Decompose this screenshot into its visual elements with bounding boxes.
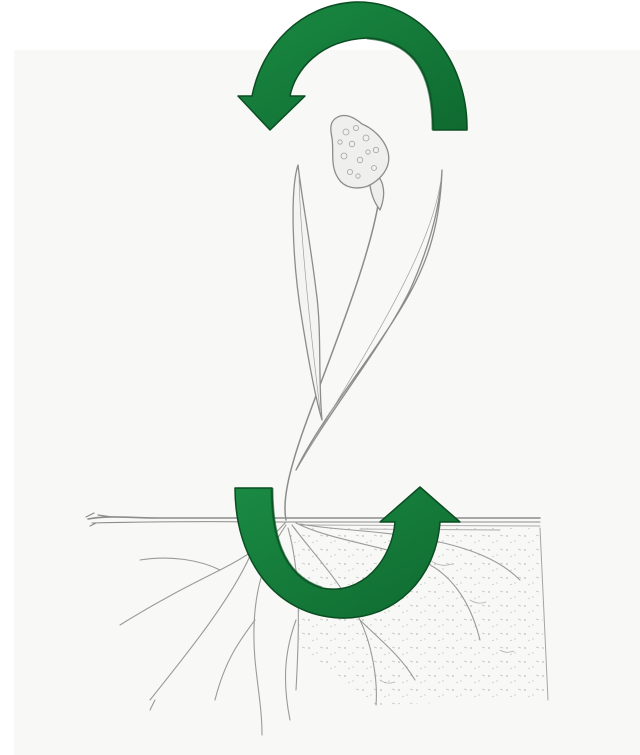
diagram-canvas — [0, 0, 640, 755]
plant-cycle-diagram — [0, 0, 640, 755]
